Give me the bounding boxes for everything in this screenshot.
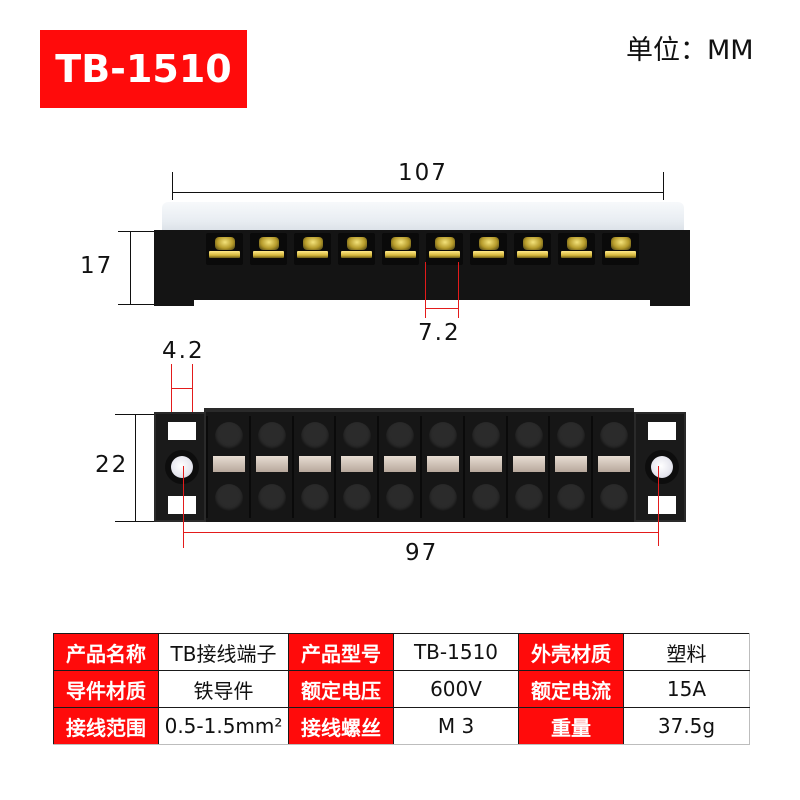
screw-terminal xyxy=(338,233,375,265)
terminal-block-top-view xyxy=(154,408,686,522)
terminal-grid xyxy=(206,416,634,518)
terminal-position xyxy=(591,416,634,518)
screw-terminal xyxy=(602,233,639,265)
terminal-position xyxy=(377,416,420,518)
spec-label-weight: 重量 xyxy=(518,707,624,745)
mount-hole xyxy=(651,456,673,478)
spec-value-screw: M 3 xyxy=(393,707,519,745)
unit-label: 单位：MM xyxy=(626,35,754,66)
screw-terminal xyxy=(294,233,331,265)
dimension-pitch-value: 7.2 xyxy=(418,320,461,346)
spec-label-voltage: 额定电压 xyxy=(288,670,394,708)
spec-label-model: 产品型号 xyxy=(288,633,394,671)
screw-terminal xyxy=(514,233,551,265)
spec-value-current: 15A xyxy=(623,670,750,708)
dimension-height-value: 17 xyxy=(80,253,114,279)
spec-label-housing: 外壳材质 xyxy=(518,633,624,671)
dimension-hole-value: 4.2 xyxy=(162,338,205,364)
spec-value-weight: 37.5g xyxy=(623,707,750,745)
spec-label-screw: 接线螺丝 xyxy=(288,707,394,745)
terminal-position xyxy=(462,416,506,518)
transparent-cover xyxy=(162,202,684,234)
mount-hole xyxy=(171,456,193,478)
mounting-end-right xyxy=(634,412,686,522)
spec-label-current: 额定电流 xyxy=(518,670,624,708)
terminal-position xyxy=(505,416,549,518)
model-badge: TB-1510 xyxy=(40,30,247,108)
spec-value-model: TB-1510 xyxy=(393,633,519,671)
screw-terminal xyxy=(206,233,243,265)
terminal-position xyxy=(548,416,591,518)
spec-value-housing: 塑料 xyxy=(623,633,750,671)
model-title: TB-1510 xyxy=(55,47,232,91)
dimension-length-value: 107 xyxy=(398,160,448,186)
terminal-position xyxy=(291,416,335,518)
terminal-position xyxy=(206,416,249,518)
spec-label-conductor: 导件材质 xyxy=(53,670,159,708)
terminal-position xyxy=(248,416,292,518)
spec-value-conductor: 铁导件 xyxy=(158,670,289,708)
terminal-position xyxy=(419,416,463,518)
screw-terminal xyxy=(470,233,507,265)
spec-value-wire-range: 0.5-1.5mm² xyxy=(158,707,289,745)
spec-table: 产品名称 TB接线端子 产品型号 TB-1510 外壳材质 塑料 导件材质 铁导… xyxy=(53,633,750,745)
table-row: 接线范围 0.5-1.5mm² 接线螺丝 M 3 重量 37.5g xyxy=(53,707,750,745)
spec-value-voltage: 600V xyxy=(393,670,519,708)
dimension-spacing-value: 97 xyxy=(405,540,439,566)
spec-value-product-name: TB接线端子 xyxy=(158,633,289,671)
spec-label-product-name: 产品名称 xyxy=(53,633,159,671)
screw-terminal xyxy=(250,233,287,265)
dimension-width-value: 22 xyxy=(95,452,129,478)
terminal-row xyxy=(206,233,639,265)
mounting-end-left xyxy=(154,412,206,522)
terminal-block-side-view xyxy=(154,200,690,306)
terminal-position xyxy=(334,416,377,518)
screw-terminal xyxy=(558,233,595,265)
table-row: 导件材质 铁导件 额定电压 600V 额定电流 15A xyxy=(53,670,750,708)
screw-terminal xyxy=(426,233,463,265)
terminal-block-body xyxy=(154,230,690,300)
spec-label-wire-range: 接线范围 xyxy=(53,707,159,745)
table-row: 产品名称 TB接线端子 产品型号 TB-1510 外壳材质 塑料 xyxy=(53,633,750,671)
screw-terminal xyxy=(382,233,419,265)
